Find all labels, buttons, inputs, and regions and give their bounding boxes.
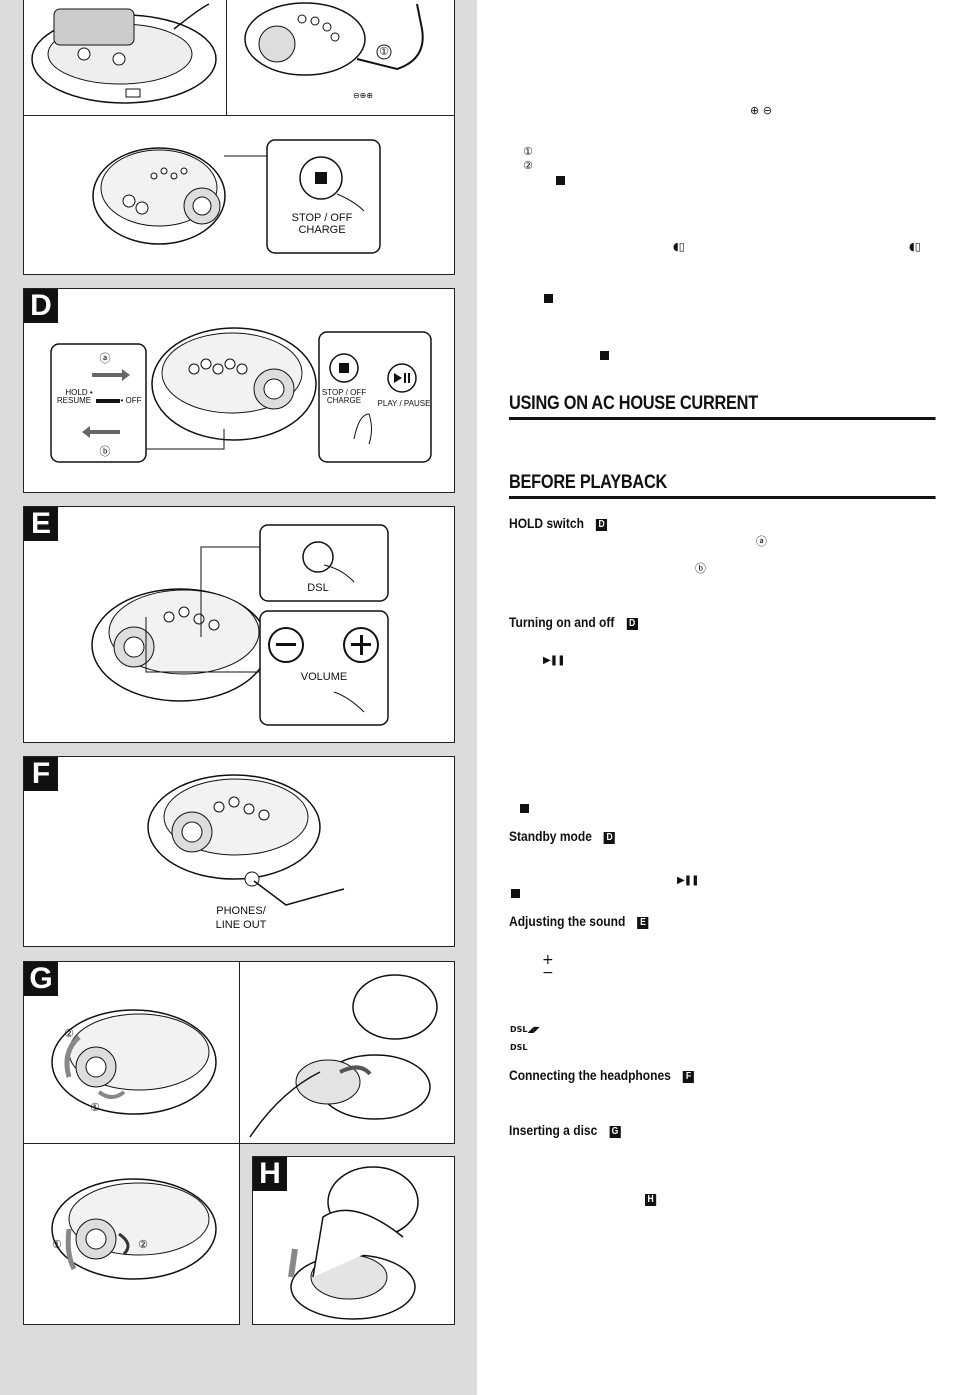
panel-f: F PHONES/ LINE OUT [23, 756, 455, 947]
hold-position-b: ⓑ [99, 446, 111, 458]
polarity-symbols: ⊖⊕⊕ [352, 91, 374, 100]
play-pause-icon: ▶❚❚ [543, 655, 565, 666]
panel-battery [23, 0, 227, 116]
illustration-column: ① ⊖⊕⊕ STOP / OFF CHARGE D [0, 0, 477, 1395]
ref-g: G [609, 1126, 621, 1138]
step-2-marker-g2: ② [138, 1239, 148, 1251]
panel-stop-charge: STOP / OFF CHARGE [23, 115, 455, 275]
battery-icon-2: ◖▯ [909, 240, 921, 253]
ref-f: F [682, 1071, 695, 1083]
subheading-standby: Standby mode D [509, 828, 616, 844]
charge-label-d: CHARGE [326, 396, 362, 405]
subheading-inserting: Inserting a disc G [509, 1122, 621, 1138]
phones-label: PHONES/ [216, 905, 266, 917]
ref-d: D [595, 519, 608, 531]
dsl-symbol-2: DSL [510, 1043, 528, 1052]
subheading-hold-switch: HOLD switch D [509, 515, 608, 531]
panel-adapter: ① ⊖⊕⊕ [226, 0, 455, 116]
battery-icon-1: ◖▯ [673, 240, 685, 253]
panel-tag-f: F [24, 757, 58, 791]
text-column: ⊕ ⊖ ① ② ◖▯ ◖▯ USING ON AC HOUSE CURRENT … [477, 0, 954, 1395]
play-pause-label: PLAY / PAUSE [377, 399, 431, 408]
plus-minus-symbols: ⊕ ⊖ [750, 104, 772, 117]
heading-before-playback: BEFORE PLAYBACK [509, 472, 936, 499]
panel-tag-h: H [253, 1157, 287, 1191]
ref-d: D [626, 618, 638, 630]
play-pause-icon: ▶❚❚ [677, 875, 699, 886]
charge-label: CHARGE [298, 224, 346, 236]
hold-switch-title: HOLD switch [509, 515, 584, 531]
stop-icon [544, 294, 553, 303]
dsl-label: DSL [307, 582, 329, 594]
turning-title: Turning on and off [509, 614, 615, 630]
stop-icon [520, 804, 529, 813]
hold-position-a: ⓐ [99, 353, 111, 365]
subheading-headphones: Connecting the headphones F [509, 1067, 695, 1083]
standby-title: Standby mode [509, 828, 592, 844]
dsl-symbol-1: DSL◢◤ [510, 1025, 540, 1034]
step-1-symbol: ① [523, 145, 533, 158]
stop-off-label: STOP / OFF [291, 212, 353, 224]
step-1-marker: ① [379, 46, 389, 58]
heading-ac-house-current: USING ON AC HOUSE CURRENT [509, 393, 936, 420]
panel-tag-d: D [24, 289, 58, 323]
panel-d: D ⓐ ⓑ HOLD • RESUME • OFF STOP / OFF CHA… [23, 288, 455, 493]
hold-b-symbol: ⓑ [695, 562, 706, 575]
inserting-title: Inserting a disc [509, 1122, 598, 1138]
adjusting-title: Adjusting the sound [509, 913, 626, 929]
minus-symbol: − [542, 965, 554, 981]
ref-h-marker: H [645, 1190, 657, 1206]
panel-h: H [252, 1156, 455, 1325]
line-out-label: LINE OUT [215, 919, 267, 931]
ref-e: E [637, 917, 649, 929]
subheading-adjusting: Adjusting the sound E [509, 913, 649, 929]
panel-g-insert [239, 961, 455, 1144]
headphones-title: Connecting the headphones [509, 1067, 671, 1083]
subheading-turning: Turning on and off D [509, 614, 638, 630]
panel-e: E DSL VOLUME [23, 506, 455, 743]
plus-symbol: + [542, 952, 554, 968]
stop-off-label-d: STOP / OFF [321, 388, 367, 397]
ref-h: H [645, 1194, 657, 1206]
stop-icon [511, 889, 520, 898]
step-1-marker-g: ① [90, 1102, 100, 1114]
resume-label: RESUME [56, 396, 92, 405]
volume-label: VOLUME [300, 671, 348, 683]
dsl-text-1: DSL [510, 1025, 528, 1034]
stop-icon [600, 351, 609, 360]
step-2-symbol: ② [523, 159, 533, 172]
step-2-marker: ② [64, 1028, 74, 1040]
panel-g-close: ① ② [23, 1143, 240, 1325]
off-label: • OFF [120, 396, 142, 405]
panel-tag-g: G [24, 962, 58, 996]
step-1-marker-g2: ① [52, 1239, 62, 1251]
hold-a-symbol: ⓐ [756, 535, 767, 548]
panel-g-open: G ② ① [23, 961, 240, 1144]
stop-icon [556, 176, 565, 185]
ref-d: D [604, 832, 616, 844]
hold-label: HOLD • [65, 388, 93, 397]
panel-tag-e: E [24, 507, 58, 541]
